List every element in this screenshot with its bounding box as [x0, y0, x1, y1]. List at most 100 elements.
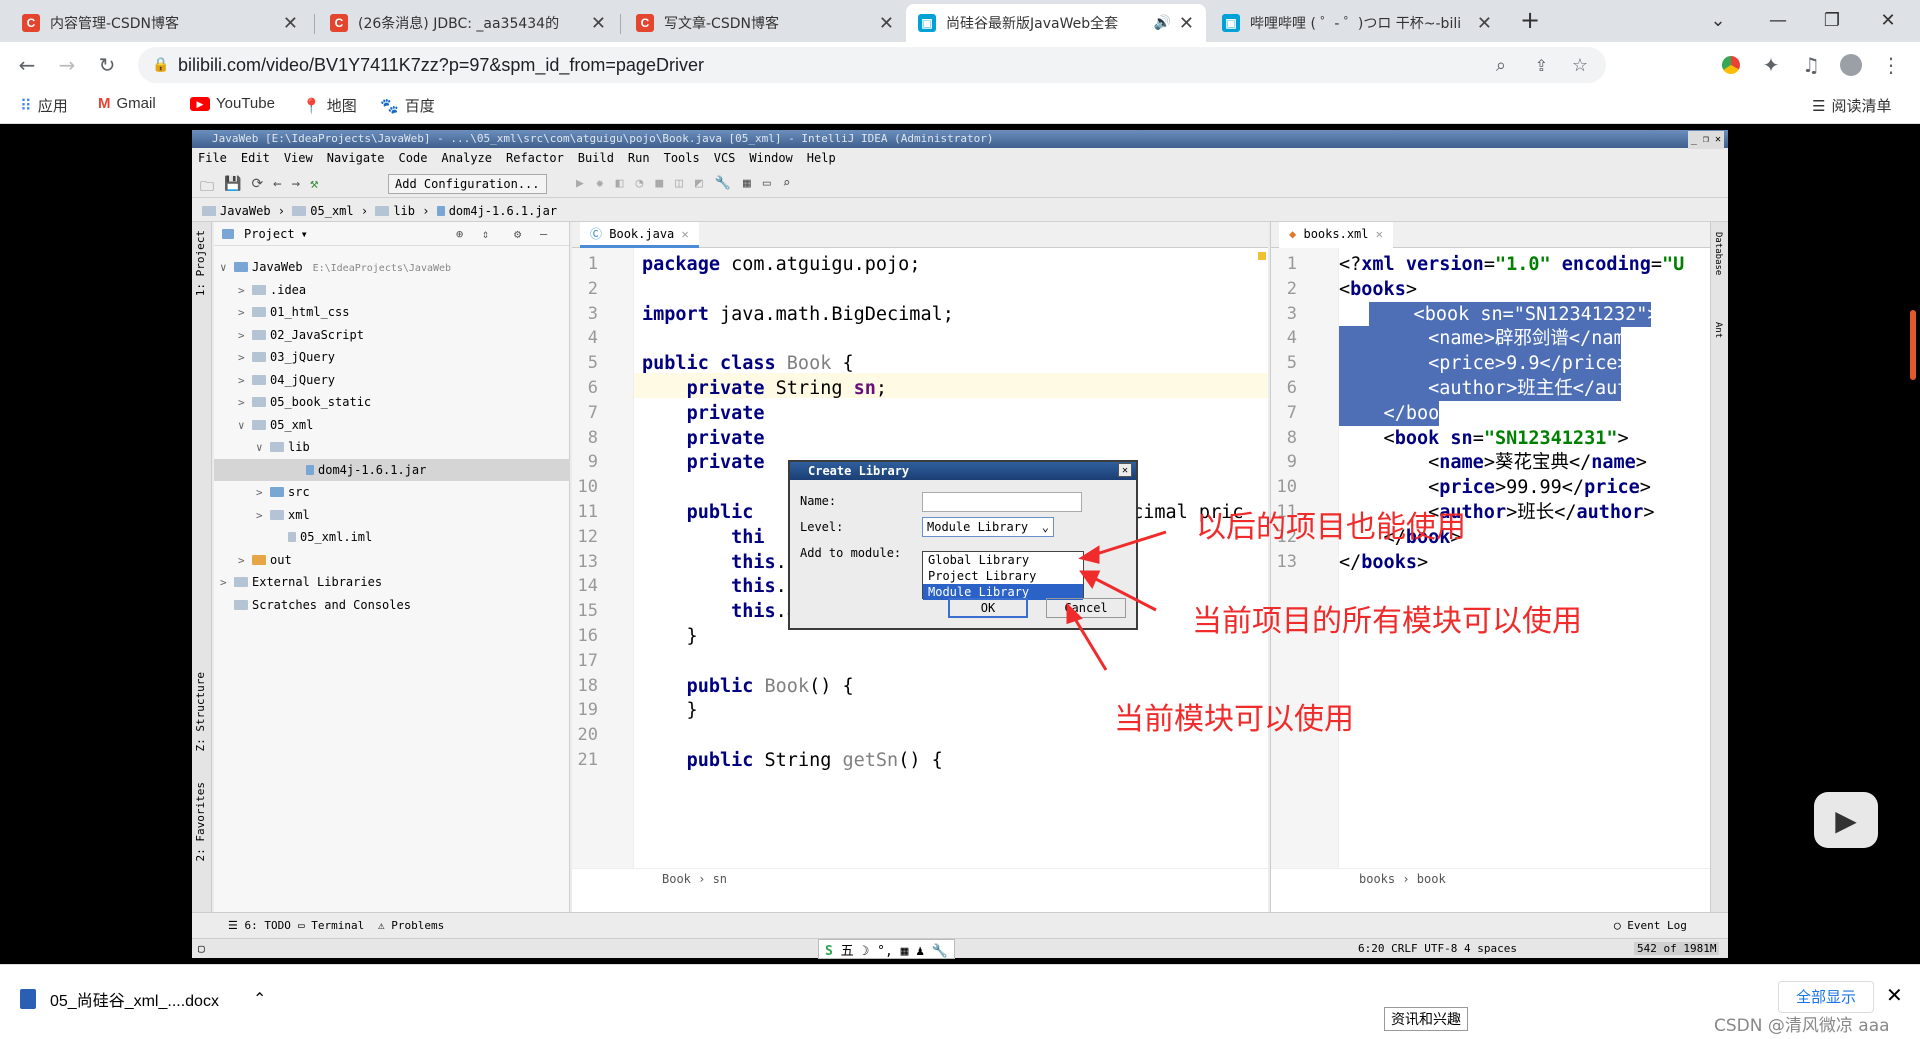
- tree-item[interactable]: >xml: [214, 504, 570, 527]
- omnibox[interactable]: 🔒 bilibili.com/video/BV1Y7411K7zz?p=97&s…: [138, 47, 1606, 83]
- coverage-icon[interactable]: ◧: [615, 176, 624, 191]
- close-icon[interactable]: ✕: [1476, 12, 1492, 34]
- menu-view[interactable]: View: [283, 151, 313, 165]
- code-line[interactable]: public String getSn() {: [686, 750, 943, 771]
- media-icon[interactable]: ♫: [1802, 53, 1820, 77]
- xml-breadcrumb[interactable]: books › book: [1271, 868, 1711, 888]
- debug-icon[interactable]: ✹: [595, 176, 604, 191]
- bookmark-youtube[interactable]: ▶ YouTube: [190, 95, 275, 112]
- xml-code-line[interactable]: <book sn="SN12341231">: [1339, 427, 1629, 449]
- code-line[interactable]: private: [686, 402, 765, 424]
- close-icon[interactable]: ✕: [681, 227, 689, 241]
- code-line[interactable]: public gDecimal pric: [686, 502, 1244, 523]
- menu-run[interactable]: Run: [627, 151, 650, 165]
- ide-window-controls[interactable]: _ ❐ ✕: [1687, 131, 1724, 149]
- xml-code-line[interactable]: </book>: [1339, 526, 1462, 548]
- tab-bilibili-home[interactable]: ▣ 哔哩哔哩 ( ゜- ゜)つロ 干杯~-bili ✕: [1210, 4, 1504, 42]
- tab-search-icon[interactable]: ⌄: [1710, 9, 1726, 31]
- menu-analyze[interactable]: Analyze: [441, 151, 492, 165]
- editor-tab-book-java[interactable]: Ⓒ Book.java ✕: [580, 222, 699, 248]
- xml-code-line[interactable]: </book>: [1339, 400, 1462, 426]
- cancel-button[interactable]: Cancel: [1046, 598, 1126, 618]
- close-icon[interactable]: ✕: [1375, 227, 1383, 241]
- tree-item[interactable]: Scratches and Consoles: [214, 594, 570, 617]
- tree-item[interactable]: >External Libraries: [214, 571, 570, 594]
- attach-icon[interactable]: ◩: [694, 176, 703, 191]
- share-icon[interactable]: ⇪: [1534, 55, 1548, 75]
- chevron-right-icon[interactable]: >: [238, 373, 245, 387]
- project-structure-icon[interactable]: ▦: [742, 176, 751, 191]
- xml-code-line[interactable]: <book sn="SN12341232">: [1369, 301, 1659, 327]
- option-module-library[interactable]: Module Library: [923, 584, 1083, 600]
- xml-code-line[interactable]: <author>班主任</author>: [1339, 376, 1673, 401]
- tree-item[interactable]: >src: [214, 481, 570, 504]
- chevron-right-icon[interactable]: >: [220, 576, 227, 589]
- avatar[interactable]: [1836, 50, 1866, 80]
- terminal-icon[interactable]: ▭: [762, 176, 771, 191]
- chrome-extension-icon[interactable]: [1716, 50, 1746, 80]
- option-global-library[interactable]: Global Library: [928, 553, 1030, 567]
- bookmark-gmail[interactable]: M Gmail: [98, 95, 156, 112]
- menu-window[interactable]: Window: [749, 151, 793, 165]
- breadcrumb-item[interactable]: JavaWeb: [220, 204, 271, 218]
- code-line[interactable]: thi: [731, 526, 765, 548]
- menu-edit[interactable]: Edit: [240, 151, 270, 165]
- close-icon[interactable]: ✕: [1886, 983, 1903, 1007]
- menu-tools[interactable]: Tools: [663, 151, 700, 165]
- project-view-select[interactable]: Project: [244, 226, 295, 241]
- forward-icon[interactable]: →: [291, 176, 301, 192]
- save-icon[interactable]: 💾: [224, 176, 242, 192]
- chevron-up-icon[interactable]: ⌃: [252, 991, 267, 1008]
- status-info[interactable]: 6:20 CRLF UTF-8 4 spaces: [1358, 942, 1517, 955]
- xml-code-line[interactable]: <price>9.9</price>: [1339, 351, 1629, 377]
- close-icon[interactable]: ✕: [1178, 12, 1194, 34]
- breadcrumb-item[interactable]: dom4j-1.6.1.jar: [448, 204, 558, 218]
- problems-tool-button[interactable]: ⚠ Problems: [378, 919, 445, 932]
- forward-button[interactable]: →: [58, 53, 76, 77]
- breadcrumb-item[interactable]: lib: [393, 204, 415, 218]
- profile-icon[interactable]: ◔: [635, 176, 644, 191]
- tool-window-favorites[interactable]: 2: Favorites: [194, 782, 207, 862]
- new-tab-button[interactable]: +: [1519, 6, 1541, 34]
- xml-code-area[interactable]: <?xml version="1.0" encoding="U<books> <…: [1339, 248, 1711, 868]
- show-all-downloads-button[interactable]: 全部显示: [1778, 981, 1874, 1013]
- puzzle-icon[interactable]: ✦: [1762, 53, 1780, 77]
- event-log-button[interactable]: ◯ Event Log: [1614, 919, 1687, 932]
- xml-code-line[interactable]: <name>葵花宝典</name>: [1339, 452, 1647, 474]
- search-icon[interactable]: ⌕: [782, 176, 791, 191]
- download-item[interactable]: 05_尚硅谷_xml_....docx ⌃: [20, 987, 266, 1011]
- code-line[interactable]: private: [686, 427, 765, 449]
- hide-panel-icon[interactable]: —: [540, 226, 548, 241]
- chevron-right-icon[interactable]: >: [238, 553, 245, 567]
- xml-code-line[interactable]: <name>辟邪剑谱</name>: [1339, 326, 1647, 352]
- chevron-down-icon[interactable]: ∨: [220, 261, 227, 274]
- speaker-icon[interactable]: 🔊: [1153, 15, 1171, 31]
- chevron-down-icon[interactable]: ∨: [256, 441, 263, 454]
- stop-icon[interactable]: ■: [655, 176, 664, 191]
- ok-button[interactable]: OK: [948, 598, 1028, 618]
- gear-icon[interactable]: ⚙: [514, 226, 522, 241]
- menu-navigate[interactable]: Navigate: [326, 151, 385, 165]
- tool-window-structure[interactable]: Z: Structure: [194, 672, 207, 752]
- tab-csdn-jdbc[interactable]: C (26条消息) JDBC: _aa35434的 ✕: [318, 4, 618, 42]
- menu-vcs[interactable]: VCS: [713, 151, 736, 165]
- tree-item[interactable]: >02_JavaScript: [214, 324, 570, 347]
- chevron-right-icon[interactable]: >: [238, 351, 245, 364]
- bilibili-play-icon[interactable]: ▶: [1814, 792, 1878, 848]
- xml-code-line[interactable]: <price>99.99</price>: [1339, 477, 1651, 499]
- code-line[interactable]: public Book() {: [686, 675, 854, 697]
- memory-indicator[interactable]: 542 of 1981M: [1634, 942, 1720, 955]
- tree-item[interactable]: >05_book_static: [214, 391, 570, 414]
- tree-item[interactable]: dom4j-1.6.1.jar: [214, 458, 570, 481]
- bookmark-baidu[interactable]: 🐾 百度: [380, 97, 435, 116]
- chevron-right-icon[interactable]: >: [256, 486, 263, 499]
- code-line[interactable]: public class Book {: [642, 353, 854, 375]
- tree-item[interactable]: >04_jQuery: [214, 369, 570, 392]
- close-icon[interactable]: ✕: [1118, 463, 1132, 477]
- tree-item[interactable]: ∨05_xml: [214, 414, 570, 437]
- xml-code-line[interactable]: </books>: [1339, 551, 1429, 573]
- chevron-right-icon[interactable]: >: [256, 508, 263, 522]
- star-icon[interactable]: ☆: [1571, 54, 1588, 76]
- chevron-right-icon[interactable]: >: [238, 283, 245, 297]
- tree-item[interactable]: 05_xml.iml: [214, 526, 570, 549]
